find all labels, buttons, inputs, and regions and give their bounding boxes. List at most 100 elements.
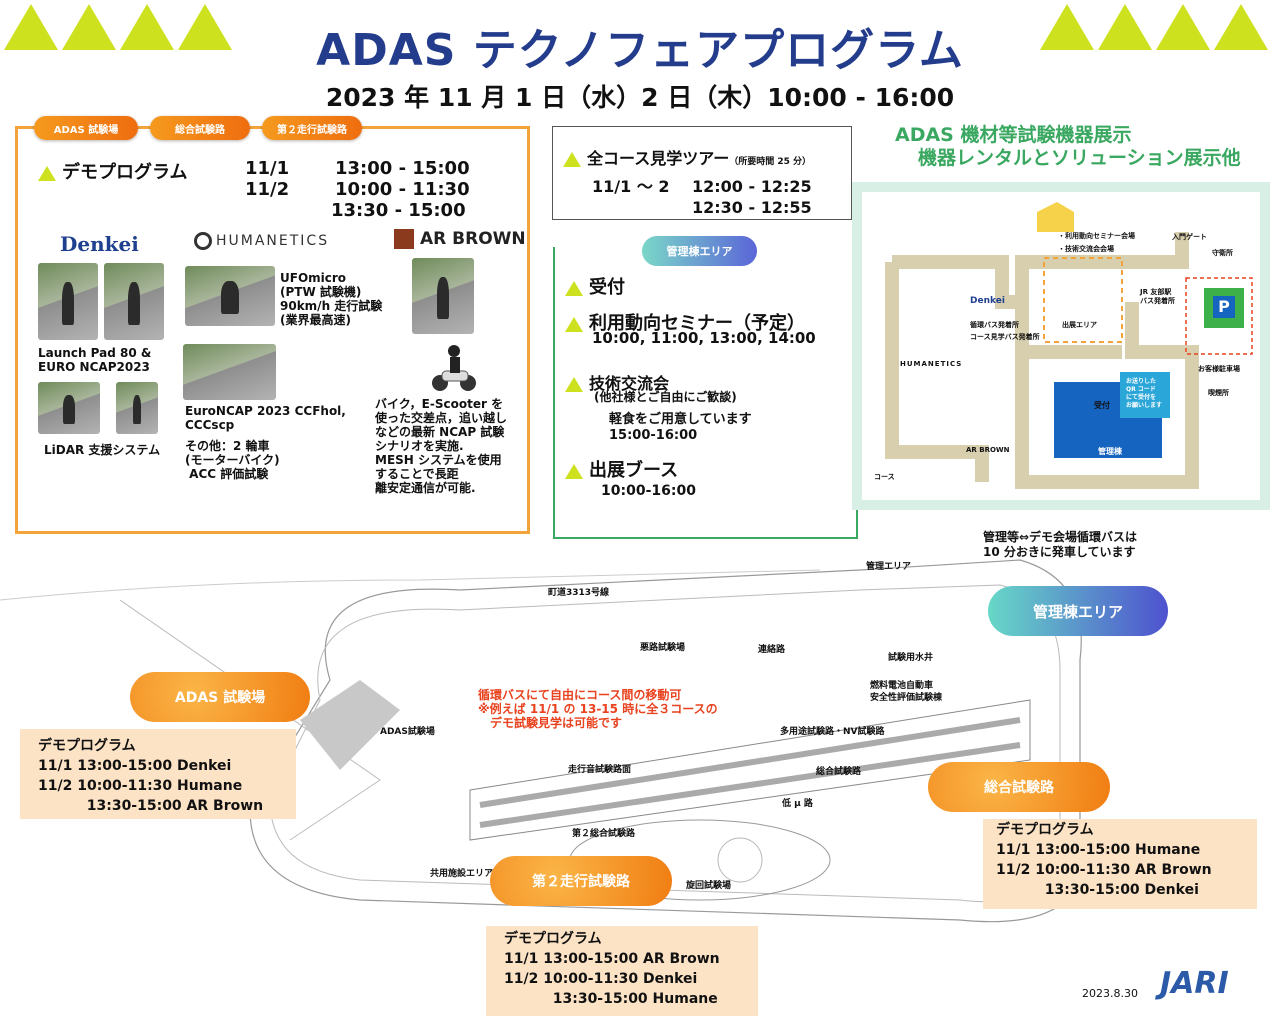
- photo-launchpad-2: [104, 263, 164, 340]
- course-adas-small: ADAS試験場: [380, 727, 435, 737]
- caption-lidar: LiDAR 支援システム: [44, 443, 161, 457]
- course-kyoyou: 共用施設エリア: [430, 869, 494, 879]
- kanri-item-seminar: 利用動向セミナー（予定）: [565, 309, 805, 335]
- tour-days: 11/1 ～ 2: [592, 177, 670, 196]
- area-map-roads: [885, 202, 1253, 489]
- tag-daini: 第２走行試験路: [262, 116, 362, 140]
- course-road: 町道3313号線: [548, 588, 610, 598]
- demo-day2: 11/2: [245, 179, 290, 200]
- tour-heading: 全コース見学ツアー（所要時間 25 分）: [563, 145, 811, 169]
- course-red-note: 循環バスにて自由にコース間の移動可 ※例えば 11/1 の 13-15 時に全３…: [478, 688, 718, 730]
- tour-time-2: 12:30 - 12:55: [692, 198, 812, 217]
- photo-lidar-1: [38, 382, 100, 434]
- logo-arbrown: AR BROWN: [394, 229, 526, 249]
- logo-denkei: Denkei: [60, 232, 139, 256]
- footer-date: 2023.8.30: [1082, 987, 1138, 1000]
- page-title: ADAS テクノフェアプログラム: [316, 25, 964, 76]
- daini-course-button[interactable]: 第２走行試験路: [490, 856, 672, 906]
- photo-ufomicro: [185, 266, 275, 326]
- adas-program-panel: [20, 729, 296, 819]
- map-exchange: ・技術交流会会場: [1058, 245, 1114, 253]
- tag-adas: ADAS 試験場: [34, 116, 138, 140]
- jari-logo: JARI: [1160, 966, 1229, 1001]
- sougou-course-button[interactable]: 総合試験路: [928, 762, 1110, 812]
- kanri-item-booth: 出展ブース: [565, 456, 678, 482]
- daini-program-panel: [486, 926, 758, 1016]
- map-smoking: 喫煙所: [1208, 389, 1229, 397]
- kanri-area-button[interactable]: 管理棟エリア: [988, 586, 1168, 636]
- triangle-bullet-icon: [565, 377, 583, 392]
- course-senkai: 旋回試験場: [686, 881, 732, 891]
- course-daini-small: 第２総合試験路: [572, 829, 636, 839]
- map-kanritou: 管理棟: [1098, 447, 1122, 456]
- logo-humanetics: HUMANETICS: [194, 232, 329, 250]
- course-kanri-area: 管理エリア: [866, 562, 912, 572]
- humanetics-ring-icon: [194, 232, 212, 250]
- event-date: 2023 年 11 月 1 日（水）2 日（木）10:00 - 16:00: [325, 83, 955, 112]
- exchange-food: 軽食をご用意しています 15:00-16:00: [609, 412, 752, 443]
- tour-time-1: 12:00 - 12:25: [692, 177, 812, 196]
- photo-lidar-2: [116, 382, 158, 434]
- map-arbrown: AR BROWN: [966, 446, 1010, 454]
- triangle-bullet-icon: [565, 463, 583, 479]
- tag-sougou: 総合試験路: [150, 116, 250, 140]
- map-parking: お客様駐車場: [1198, 365, 1240, 373]
- course-tamokuteki: 多用途試験路・NV試験路: [780, 727, 885, 737]
- course-teimu: 低 μ 路: [782, 799, 813, 809]
- demo-heading: デモプログラム: [38, 158, 187, 184]
- course-soukou: 走行音試験路面: [568, 765, 632, 775]
- map-seminar: ・利用動向セミナー会場: [1058, 232, 1135, 240]
- map-jr: JR 友部駅 バス発着所: [1140, 288, 1175, 305]
- triangle-bullet-icon: [38, 165, 56, 181]
- triangle-bullet-icon: [563, 152, 581, 167]
- map-exhibit-area: 出展エリア: [1062, 321, 1097, 329]
- course-sougou-small: 総合試験路: [816, 767, 862, 777]
- caption-launchpad: Launch Pad 80 & EURO NCAP2023: [38, 346, 152, 374]
- course-renraku: 連絡路: [758, 645, 786, 655]
- demo-day1-time: 13:00 - 15:00: [335, 158, 470, 179]
- map-bus1: 循環バス発着所: [970, 321, 1019, 329]
- map-denkei: Denkei: [970, 296, 1005, 306]
- sougou-program-text: デモプログラム 11/1 13:00-15:00 Humane 11/2 10:…: [996, 822, 1212, 898]
- map-guard: 守衛所: [1212, 249, 1233, 257]
- area-map: P ・利用動向セミナー会場 ・技術交流会会場 入門ゲート 守衛所 Denkei …: [852, 182, 1270, 510]
- kanri-item-uketsuke: 受付: [565, 273, 625, 299]
- adas-program-text: デモプログラム 11/1 13:00-15:00 Denkei 11/2 10:…: [38, 738, 264, 814]
- course-map: [0, 559, 1082, 923]
- kanri-item-exchange: 技術交流会: [565, 370, 669, 394]
- course-fuel: 燃料電池自動車 安全性評価試験棟: [870, 681, 943, 703]
- booth-time: 10:00-16:00: [601, 483, 696, 499]
- caption-ufomicro: UFOmicro (PTW 試験機) 90km/h 走行試験 (業界最高速): [280, 271, 383, 327]
- caption-bike: バイク，E-Scooter を 使った交差点，追い越し などの最新 NCAP 試…: [375, 397, 508, 495]
- triangle-bullet-icon: [565, 280, 583, 296]
- exchange-sub: (他社様とご自由にご歓談): [594, 390, 737, 404]
- map-gate: 入門ゲート: [1172, 233, 1207, 241]
- daini-program-text: デモプログラム 11/1 13:00-15:00 AR Brown 11/2 1…: [504, 931, 720, 1007]
- exhibit-line1: ADAS 機材等試験機器展示: [895, 124, 1132, 146]
- course-akuro: 悪路試験場: [640, 643, 686, 653]
- deco-triangles-right: [1040, 4, 1268, 50]
- adas-course-button[interactable]: ADAS 試験場: [130, 672, 310, 722]
- bus-note: 管理等⇔デモ会場循環バスは 10 分おきに発車しています: [983, 530, 1138, 559]
- arbrown-mark-icon: [394, 229, 414, 249]
- demo-day2-time1: 10:00 - 11:30: [335, 179, 470, 200]
- caption-euroncap: EuroNCAP 2023 CCFhol, CCCscp: [185, 404, 346, 432]
- exhibit-line2: 機器レンタルとソリューション展示他: [918, 147, 1241, 169]
- kanri-area-pill: 管理棟エリア: [642, 236, 757, 266]
- bike-illustration-icon: [430, 343, 478, 393]
- triangle-bullet-icon: [565, 316, 583, 332]
- photo-scooter: [412, 258, 474, 334]
- course-suisei: 試験用水井: [888, 653, 934, 663]
- tour-box: [552, 126, 852, 220]
- map-qr: お送りした QR コード にて受付を お願いします: [1126, 378, 1163, 409]
- map-course: コース: [874, 473, 895, 481]
- photo-launchpad-1: [38, 263, 98, 340]
- deco-triangles-left: [4, 4, 232, 50]
- map-humanetics: HUMANETICS: [900, 360, 963, 368]
- map-bus2: コース見学バス発着所: [970, 333, 1040, 341]
- photo-euroncap: [183, 344, 276, 400]
- demo-day2-time2: 13:30 - 15:00: [331, 200, 466, 221]
- demo-day1: 11/1: [245, 158, 290, 179]
- map-uketsuke: 受付: [1094, 401, 1110, 410]
- caption-other: その他：2 輪車 (モーターバイク) ACC 評価試験: [185, 439, 280, 481]
